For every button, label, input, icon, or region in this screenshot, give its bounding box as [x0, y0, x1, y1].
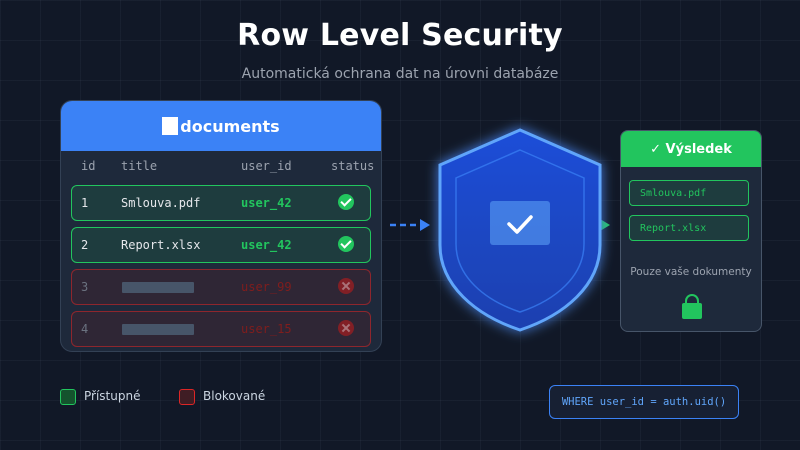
- row-id: 4: [81, 322, 89, 336]
- row-user-id: user_42: [241, 196, 292, 210]
- page-subtitle: Automatická ochrana dat na úrovni databá…: [241, 66, 559, 82]
- row-title: Report.xlsx: [121, 238, 201, 252]
- column-header-user-id: user_id: [241, 159, 292, 173]
- legend-label-blocked: Blokované: [203, 389, 266, 403]
- page-title: Row Level Security: [237, 18, 563, 53]
- row-user-id: user_15: [241, 322, 292, 336]
- row-id: 1: [81, 196, 89, 210]
- cross-icon: [338, 320, 354, 336]
- table-row[interactable]: 3 user_99: [71, 269, 371, 305]
- row-id: 3: [81, 280, 89, 294]
- column-headers: id title user_id status: [61, 159, 381, 175]
- result-note: Pouze vaše dokumenty: [630, 266, 752, 278]
- lock-icon: [682, 294, 702, 319]
- legend-swatch-allowed: [60, 389, 76, 405]
- row-id: 2: [81, 238, 89, 252]
- table-row[interactable]: 1 Smlouva.pdf user_42: [71, 185, 371, 221]
- result-title: ✓ Výsledek: [621, 131, 761, 167]
- legend-swatch-blocked: [179, 389, 195, 405]
- documents-table-panel: documents id title user_id status 1 Smlo…: [60, 100, 382, 352]
- row-user-id: user_99: [241, 280, 292, 294]
- shield-icon: [438, 128, 602, 332]
- row-user-id: user_42: [241, 238, 292, 252]
- column-header-status: status: [331, 159, 375, 173]
- result-item[interactable]: Report.xlsx: [629, 215, 749, 241]
- column-header-title: title: [121, 159, 158, 173]
- input-arrow: [390, 219, 430, 231]
- legend-label-allowed: Přístupné: [84, 389, 141, 403]
- result-item[interactable]: Smlouva.pdf: [629, 180, 749, 206]
- check-icon: [338, 236, 354, 252]
- result-panel: ✓ Výsledek Smlouva.pdf Report.xlsx Pouze…: [620, 130, 762, 332]
- row-title: Smlouva.pdf: [121, 196, 201, 210]
- table-row[interactable]: 2 Report.xlsx user_42: [71, 227, 371, 263]
- redacted-title: [122, 282, 194, 293]
- database-icon: [162, 117, 179, 135]
- check-icon: [338, 194, 354, 210]
- redacted-title: [122, 324, 194, 335]
- table-name: documents: [180, 116, 280, 136]
- policy-code: WHERE user_id = auth.uid(): [549, 385, 739, 419]
- cross-icon: [338, 278, 354, 294]
- table-row[interactable]: 4 user_15: [71, 311, 371, 347]
- column-header-id: id: [81, 159, 96, 173]
- table-header: documents: [61, 101, 381, 151]
